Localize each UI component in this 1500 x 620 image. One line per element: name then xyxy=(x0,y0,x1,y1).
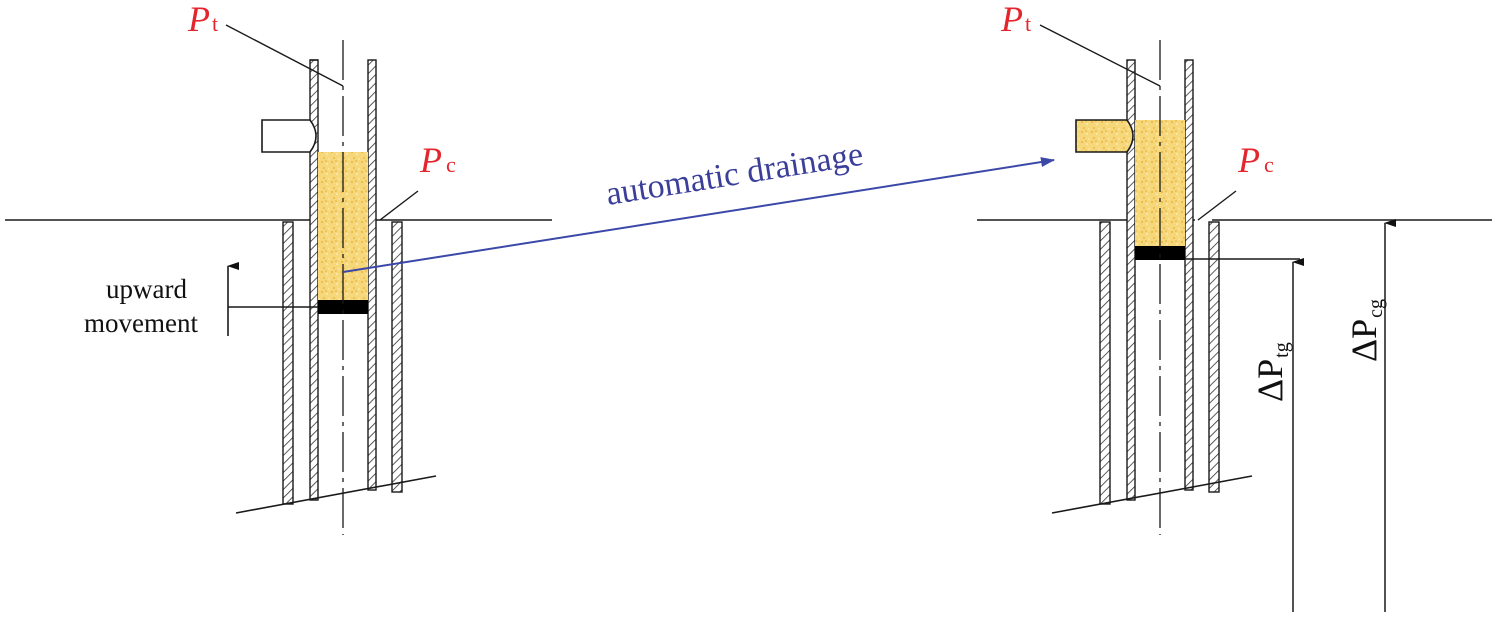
casing-wall-right-outer xyxy=(391,221,403,493)
drainage-label: automatic drainage xyxy=(603,136,865,213)
casing-wall-left-outer xyxy=(282,221,294,505)
delta-pcg-label: ΔPcg xyxy=(1344,299,1387,362)
tube-wall-left-r xyxy=(1126,59,1136,501)
pt-label-left: Pt xyxy=(187,0,218,39)
bottom-slope-left xyxy=(235,475,437,514)
upward-label-line1: upward xyxy=(106,274,187,304)
delta-ptg-label: ΔPtg xyxy=(1250,342,1293,402)
outlet-pipe-right xyxy=(1075,119,1134,153)
piston-right xyxy=(1135,246,1185,260)
drainage-arrow xyxy=(342,157,1055,273)
upward-label-line2: movement xyxy=(84,308,198,338)
casing-wall-right-outer-r xyxy=(1208,221,1220,493)
pt-label-right: Pt xyxy=(1000,0,1031,39)
casing-wall-left-outer-r xyxy=(1099,221,1111,505)
pc-leader-right xyxy=(1197,190,1237,221)
tube-wall-right xyxy=(367,59,377,491)
bottom-slope-right xyxy=(1051,475,1253,514)
pc-leader-left xyxy=(379,190,419,221)
piston-left xyxy=(318,300,368,314)
pt-leader-right xyxy=(1039,24,1161,87)
outlet-pipe-left xyxy=(261,119,317,153)
tube-wall-right-r xyxy=(1184,59,1194,491)
pt-leader-left xyxy=(225,24,344,87)
